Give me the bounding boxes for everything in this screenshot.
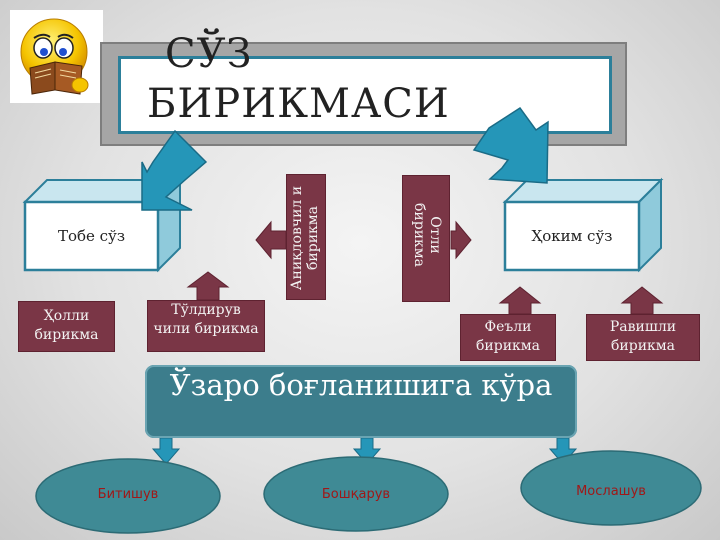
toldiruv-label: Тўлдирув чили бирикма [153,302,259,337]
oval-boshqaruv-label: Бошқарув [321,487,391,502]
arrow-to-hokim-icon [472,106,549,184]
arrow-up-toldiruv-icon [186,271,230,301]
title-line-1: СЎЗ [165,31,253,77]
feyli-label: Феъли бирикма [475,319,541,354]
toldiruv-box: Тўлдирув чили бирикма [147,300,265,352]
arrow-up-ravishli-icon [620,286,664,315]
otli-box [402,175,450,302]
arrow-right-otli-icon [450,220,472,260]
oval-bitishuv-label: Битишув [97,487,159,502]
hokim-box-shape [502,177,664,273]
aniqlov-box [286,174,326,300]
holli-box: Ҳолли бирикма [18,301,115,352]
ravishli-box: Равишли бирикма [586,314,700,361]
center-banner: Ўзаро боғланишига кўра [145,365,577,438]
aniqlov-label: Аниқловчил и бирикма [289,185,321,291]
arrow-up-feyli-icon [498,286,542,315]
arrow-to-tobe-icon [141,129,208,211]
holli-label: Ҳолли бирикма [34,308,99,343]
ravishli-label: Равишли бирикма [609,319,677,354]
arrow-down-bitishuv-icon [151,437,181,465]
oval-boshqaruv-shape [263,456,449,532]
feyli-box: Феъли бирикма [460,314,556,361]
oval-moslashuv-label: Мослашув [576,484,646,499]
arrow-left-aniqlov-icon [255,220,287,260]
otli-label: Отли бирикма [411,202,443,268]
title-line-2: БИРИКМАСИ [147,81,450,127]
reading-emoji-icon [10,10,103,103]
oval-bitishuv-shape [35,458,221,534]
oval-moslashuv-shape [520,450,702,526]
tobe-label: Тобе сўз [57,227,126,245]
arrow-down-boshqaruv-icon [352,437,382,465]
hokim-label: Ҳоким сўз [531,227,613,245]
center-banner-text: Ўзаро боғланишига кўра [169,368,553,402]
